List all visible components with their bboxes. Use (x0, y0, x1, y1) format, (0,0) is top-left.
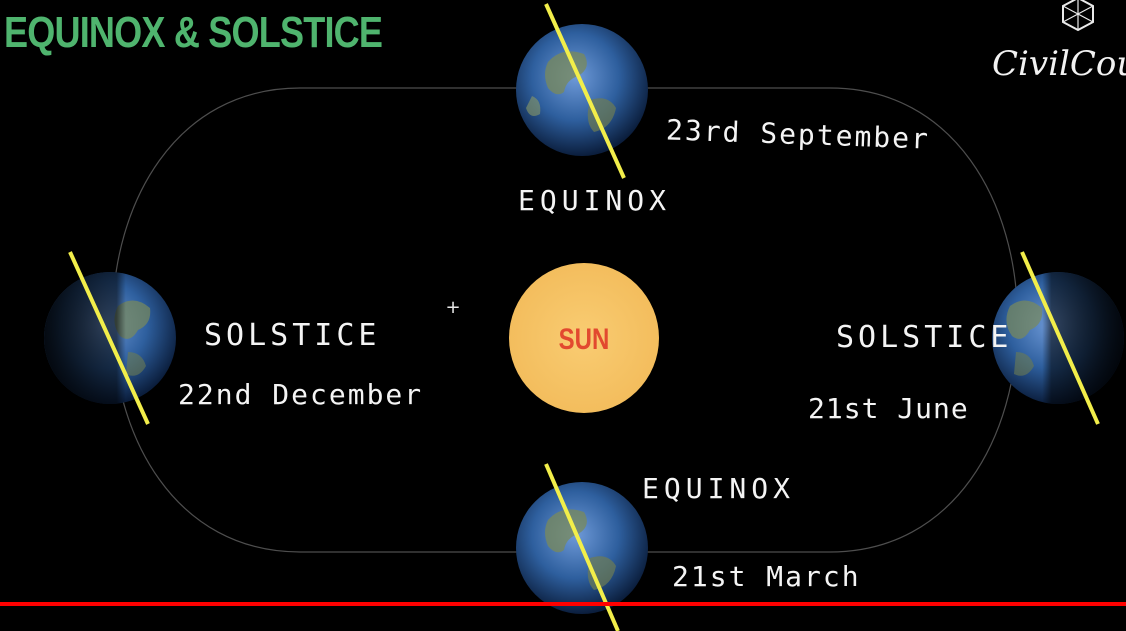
label-left-date: 22nd December (178, 378, 424, 411)
sun (509, 263, 659, 413)
video-progress-bar[interactable] (0, 602, 1126, 606)
label-left-event: SOLSTICE (204, 318, 381, 353)
earth-top (516, 3, 648, 179)
logo-icon (1062, 0, 1094, 32)
label-right-date: 21st June (808, 392, 969, 425)
brand-logo-text: CivilCour (992, 44, 1126, 84)
label-right-event: SOLSTICE (836, 320, 1013, 355)
earth-bottom (516, 463, 648, 631)
earth-right (992, 251, 1124, 425)
video-progress-fill (0, 602, 1126, 606)
sun-label: SUN (559, 321, 610, 355)
orbit-path (111, 87, 1019, 553)
label-top-event: EQUINOX (518, 184, 672, 217)
page-title: EQUINOX & SOLSTICE (4, 8, 383, 57)
label-bottom-event: EQUINOX (642, 472, 796, 505)
earth-left (44, 251, 176, 425)
label-bottom-date: 21st March (672, 560, 861, 593)
cross-marker: + (445, 297, 460, 318)
